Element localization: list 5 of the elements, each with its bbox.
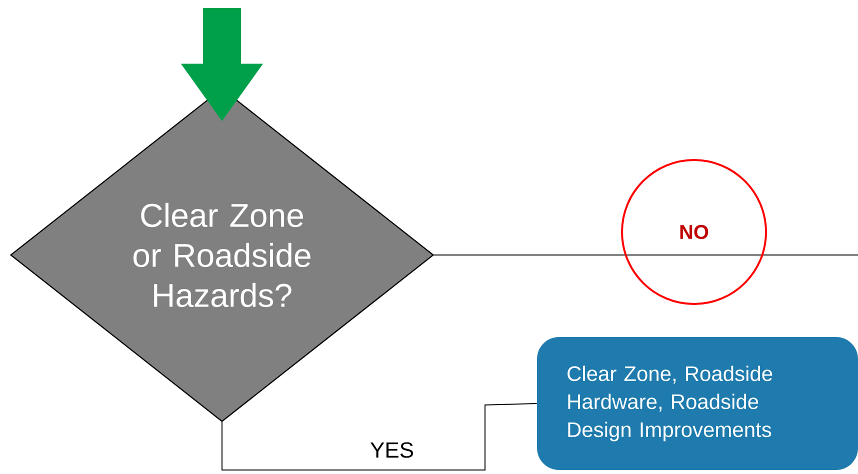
connector-line xyxy=(432,254,858,256)
connector-line xyxy=(222,403,538,470)
action-box: Clear Zone, Roadside Hardware, Roadside Design Improvements xyxy=(537,337,858,470)
edge-label: NO xyxy=(680,224,708,240)
edge-label: YES xyxy=(370,442,413,458)
